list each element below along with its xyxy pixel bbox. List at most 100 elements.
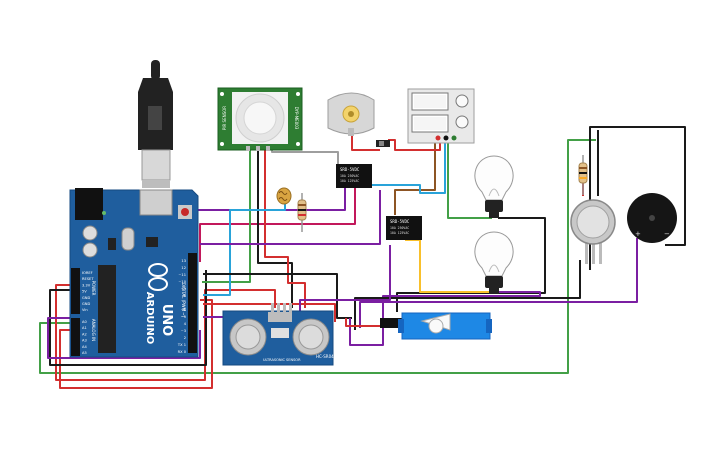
slide-switch[interactable]: [376, 140, 390, 147]
digital-header: [188, 253, 197, 353]
wire-red-pir[interactable]: [264, 150, 306, 308]
transducer-icon: [229, 318, 267, 356]
wire-black-gas[interactable]: [589, 126, 686, 270]
pin-label: A1: [82, 326, 87, 330]
wire-blue-ldr[interactable]: [203, 200, 286, 296]
crystal-icon: [121, 227, 135, 251]
wire-red-servo[interactable]: [345, 318, 385, 327]
analog-header: [71, 318, 80, 356]
power-header: [71, 268, 80, 314]
ldr[interactable]: [276, 187, 292, 205]
pin-label: ~3: [181, 329, 186, 333]
small-chip: [108, 238, 116, 250]
pin-label: 4: [184, 322, 187, 326]
pin-label: IOREF: [82, 271, 93, 275]
atmega-chip: [98, 265, 116, 353]
light-bulb-1[interactable]: [474, 155, 514, 218]
usb-port: [139, 189, 173, 216]
wire-black-loop[interactable]: [49, 270, 207, 366]
pin-label: ~6: [181, 308, 187, 312]
pin-label: ~10: [178, 280, 186, 284]
resistor-icon: [578, 155, 588, 195]
wire-purple-bulb2[interactable]: [349, 291, 541, 346]
wire-brown-supply[interactable]: [394, 143, 436, 215]
resistor-1[interactable]: [297, 193, 307, 232]
wire-green-pir[interactable]: [202, 150, 251, 283]
pin-label: 13: [181, 259, 186, 263]
resistor-2[interactable]: [578, 155, 588, 195]
bulb-icon: [474, 231, 514, 294]
pin-label: A3: [82, 339, 87, 343]
relay-1-line1: SRD-5VDC: [340, 167, 360, 172]
wire-red-mid[interactable]: [203, 303, 336, 322]
wire-red-motor[interactable]: [351, 136, 380, 151]
relay-2[interactable]: SRD-5VDC 10A 250VAC 10A 125VAC: [386, 216, 422, 240]
bulb-icon: [474, 155, 514, 218]
arduino-model: UNO: [159, 304, 174, 337]
resistor-icon: [297, 193, 307, 232]
led-icon: [102, 211, 106, 215]
arduino-digital-label: DIGITAL (PWM ~): [181, 283, 186, 318]
arduino-brand: ARDUINO: [144, 292, 155, 344]
servo-motor[interactable]: [380, 312, 492, 340]
relay-1[interactable]: SRD-5VDC 10A 250VAC 10A 125VAC: [336, 164, 372, 188]
power-supply[interactable]: [407, 88, 475, 144]
piezo-buzzer[interactable]: + −: [627, 193, 677, 243]
wire-black-lower[interactable]: [354, 260, 581, 330]
wire-blue-relay[interactable]: [370, 143, 446, 194]
pin-label: A5: [82, 351, 87, 355]
relay-2-line3: 10A 125VAC: [390, 231, 409, 235]
wire-red-supply[interactable]: [388, 138, 441, 151]
buzzer-minus: −: [664, 230, 670, 238]
ldr-icon: [276, 187, 292, 205]
pin-label: 8: [184, 294, 187, 298]
dc-motor[interactable]: [327, 92, 375, 136]
wire-red-loop-a[interactable]: [59, 299, 213, 389]
usb-plug-icon: [138, 60, 173, 188]
pin-label: 3.3V: [82, 283, 91, 287]
arduino-uno[interactable]: ARDUINO UNO DIGITAL (PWM ~) ANALOG IN PO…: [69, 60, 199, 358]
reset-button[interactable]: [178, 205, 192, 219]
pin-label: 12: [181, 266, 186, 270]
wire-black-mid[interactable]: [203, 273, 352, 319]
small-chip: [146, 237, 158, 247]
capacitor-icon: [82, 242, 98, 258]
buzzer-icon: [627, 193, 677, 243]
arduino-analog-label: ANALOG IN: [91, 319, 96, 341]
pir-label-left: PIR SENSOR: [222, 106, 227, 130]
transducer-icon: [292, 318, 330, 356]
pin-label: GND: [82, 302, 90, 306]
relay-2-line1: SRD-5VDC: [390, 219, 410, 224]
ultrasonic-sensor[interactable]: HC-SR04 ULTRASONIC SENSOR: [222, 303, 334, 366]
wire-green-supply[interactable]: [447, 143, 492, 219]
pin-label: A2: [82, 332, 87, 336]
pin-label: ~9: [181, 287, 187, 291]
wire-purple-buzzer[interactable]: [359, 238, 638, 328]
arduino-power-label: POWER: [91, 281, 96, 296]
relay-1-line3: 10A 125VAC: [340, 179, 359, 183]
pin-label: ~11: [178, 273, 186, 277]
pin-label: 5V: [82, 290, 87, 294]
relay-1-line2: 10A 250VAC: [340, 174, 359, 178]
gas-sensor-icon: [570, 199, 616, 264]
pin-label: RESET: [82, 277, 94, 281]
pir-sensor[interactable]: PIR SENSOR DYP-ME003: [217, 87, 303, 151]
arduino-logo: [148, 263, 168, 291]
wire-black-pir[interactable]: [257, 150, 293, 308]
pin-label: RX 0: [178, 350, 187, 354]
wire-red-loop-b[interactable]: [55, 284, 276, 381]
gas-sensor[interactable]: [570, 199, 616, 264]
light-bulb-2[interactable]: [474, 231, 514, 294]
wire-purple-mid[interactable]: [200, 190, 381, 245]
pin-label: 7: [184, 301, 186, 305]
wire-black-bulb1[interactable]: [396, 217, 546, 312]
ultrasonic-label: HC-SR04: [316, 354, 334, 359]
wire-green-loop[interactable]: [39, 139, 596, 374]
pin-label: GND: [82, 296, 90, 300]
capacitor-icon: [82, 225, 98, 241]
wire-gray-pir[interactable]: [271, 150, 339, 165]
ultrasonic-sublabel: ULTRASONIC SENSOR: [263, 358, 301, 362]
wire-purple-left[interactable]: [47, 317, 201, 359]
